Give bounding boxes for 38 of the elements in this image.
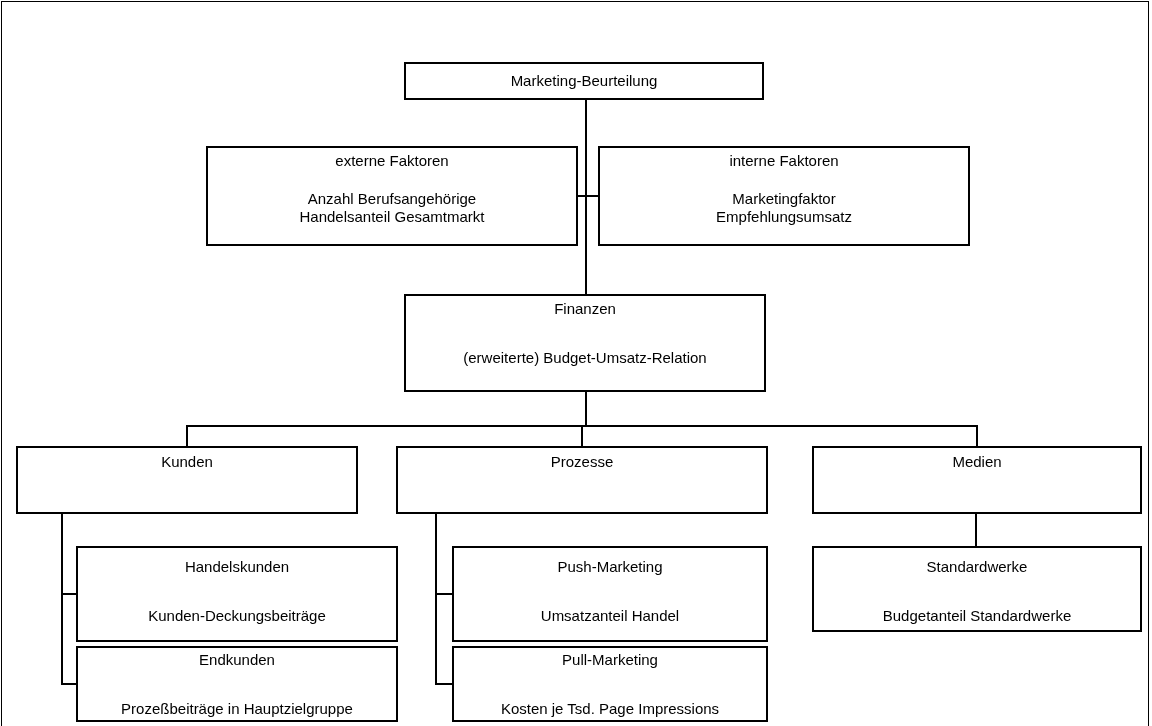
category-box — [76, 646, 398, 722]
category-box — [404, 294, 766, 392]
box-text: Kunden-Deckungsbeiträge — [148, 607, 326, 625]
connector-line — [435, 513, 453, 685]
category-box — [452, 546, 768, 642]
category-box — [812, 446, 1142, 514]
box-heading: interne Faktoren — [729, 152, 839, 170]
box-heading: Kunden — [161, 453, 213, 471]
box-text: Prozeßbeiträge in Hauptzielgruppe — [121, 700, 353, 718]
category-box — [206, 146, 578, 246]
connector-line — [61, 513, 77, 685]
box-heading: Handelskunden — [184, 558, 290, 576]
category-box — [16, 446, 358, 514]
box-heading: Finanzen — [554, 300, 616, 318]
category-box — [812, 546, 1142, 632]
box-text: Budgetanteil Standardwerke — [882, 607, 1072, 625]
category-box — [396, 446, 768, 514]
box-heading: externe Faktoren — [335, 152, 449, 170]
box-text: Empfehlungsumsatz — [716, 208, 852, 226]
box-heading: Standardwerke — [926, 558, 1028, 576]
box-heading: Endkunden — [199, 651, 275, 669]
category-box — [452, 646, 768, 722]
box-heading: Prozesse — [550, 453, 614, 471]
box-heading: Marketing-Beurteilung — [510, 72, 658, 90]
box-text: Handelsanteil Gesamtmarkt — [299, 208, 485, 226]
box-text: Kosten je Tsd. Page Impressions — [500, 700, 720, 718]
box-heading: Medien — [952, 453, 1002, 471]
box-text: (erweiterte) Budget-Umsatz-Relation — [463, 349, 707, 367]
category-box — [404, 62, 764, 100]
box-text: Anzahl Berufsangehörige — [307, 190, 477, 208]
box-heading: Pull-Marketing — [562, 651, 658, 669]
category-box — [598, 146, 970, 246]
connector-line — [585, 99, 587, 295]
category-box — [76, 546, 398, 642]
connector-line — [975, 513, 977, 547]
box-text: Umsatzanteil Handel — [540, 607, 680, 625]
box-text: Marketingfaktor — [732, 190, 836, 208]
box-heading: Push-Marketing — [557, 558, 663, 576]
